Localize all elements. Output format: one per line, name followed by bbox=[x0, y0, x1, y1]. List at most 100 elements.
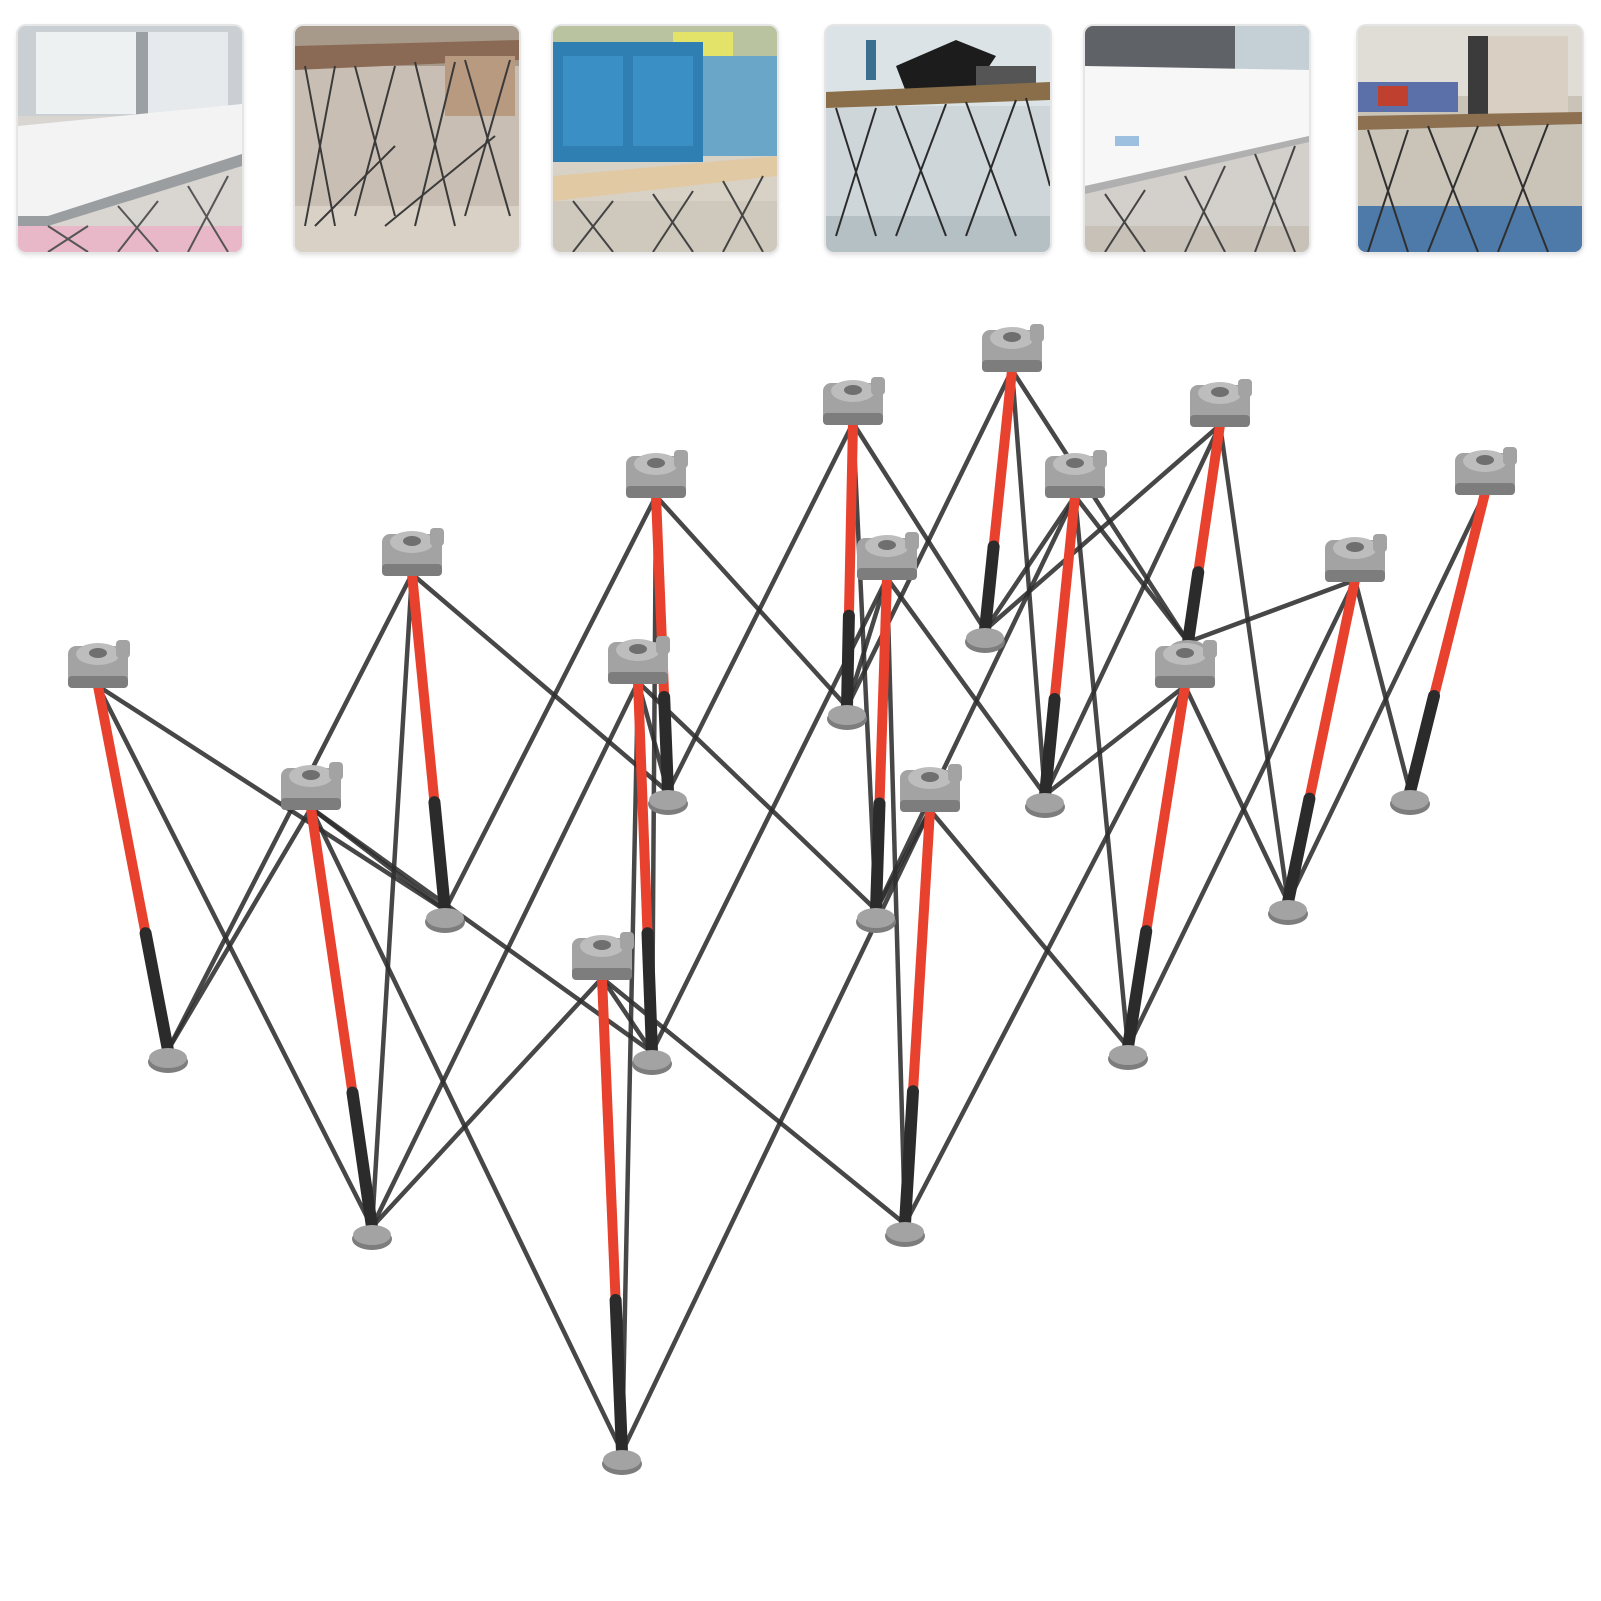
leg-sleeve bbox=[870, 797, 886, 916]
brace-rod bbox=[850, 420, 988, 633]
top-hub bbox=[1045, 450, 1107, 498]
brace-rods bbox=[95, 367, 1488, 1455]
leg-foot bbox=[148, 1048, 188, 1073]
leg-foot bbox=[632, 1050, 672, 1075]
brace-rod bbox=[1285, 490, 1488, 905]
brace-rod bbox=[1217, 422, 1291, 905]
top-hub bbox=[1190, 379, 1252, 427]
leg-sleeve bbox=[658, 690, 674, 798]
brace-rod bbox=[165, 805, 314, 1053]
leg-foot bbox=[1390, 790, 1430, 815]
top-hub bbox=[1455, 447, 1517, 495]
product-image bbox=[0, 300, 1601, 1601]
thumbnail-toolboxes[interactable] bbox=[553, 26, 777, 252]
brace-rod bbox=[1009, 367, 1191, 645]
brace-rod bbox=[1352, 577, 1413, 795]
leg-foot bbox=[352, 1225, 392, 1250]
brace-rod bbox=[1072, 493, 1131, 1050]
brace-rod bbox=[1185, 577, 1358, 645]
brace-rod bbox=[619, 679, 641, 1455]
leg-upper bbox=[988, 365, 1017, 552]
brace-rod bbox=[927, 807, 1131, 1050]
brace-rod bbox=[635, 679, 879, 913]
top-hub bbox=[382, 528, 444, 576]
leg-upper bbox=[93, 681, 151, 939]
legs bbox=[93, 365, 1490, 1458]
brace-rod bbox=[599, 975, 655, 1055]
leg-sleeve bbox=[899, 1085, 919, 1230]
leg-sleeve bbox=[139, 927, 174, 1056]
leg-foot bbox=[1108, 1045, 1148, 1070]
brace-rod bbox=[873, 493, 1078, 913]
leg-sleeve bbox=[1282, 792, 1316, 908]
top-hub bbox=[1155, 640, 1217, 688]
brace-rod bbox=[982, 422, 1223, 633]
top-hub bbox=[608, 636, 670, 684]
brace-rod bbox=[902, 683, 1188, 1227]
workshop-bench-image bbox=[826, 26, 1050, 252]
thumbnail-garage-bench[interactable] bbox=[1358, 26, 1582, 252]
brace-rod bbox=[1042, 683, 1188, 798]
brace-rod bbox=[1009, 367, 1048, 798]
leg-upper bbox=[597, 973, 621, 1305]
brace-rod bbox=[653, 493, 850, 710]
leg-sleeve bbox=[641, 927, 658, 1058]
thumbnail-window-desk[interactable] bbox=[18, 26, 242, 252]
brace-rod bbox=[1125, 577, 1358, 1050]
brace-rod bbox=[442, 493, 659, 913]
top-hub bbox=[281, 762, 343, 810]
top-hub bbox=[68, 640, 130, 688]
brace-rod bbox=[409, 571, 671, 795]
brace-rod bbox=[982, 493, 1078, 633]
feet bbox=[148, 628, 1430, 1475]
saw-table-image bbox=[295, 26, 519, 252]
white-table-image bbox=[1085, 26, 1309, 252]
brace-rod bbox=[619, 807, 933, 1455]
top-hub bbox=[626, 450, 688, 498]
brace-rod bbox=[95, 683, 375, 1230]
top-hubs bbox=[68, 324, 1517, 980]
leg-sleeve bbox=[841, 609, 855, 713]
thumbnail-saw-table[interactable] bbox=[295, 26, 519, 252]
brace-rod bbox=[308, 805, 625, 1455]
leg-foot bbox=[602, 1450, 642, 1475]
garage-bench-image bbox=[1358, 26, 1582, 252]
leg-foot bbox=[1025, 793, 1065, 818]
top-hub bbox=[857, 532, 919, 580]
leg-foot bbox=[965, 628, 1005, 653]
brace-rod bbox=[844, 367, 1015, 710]
leg-upper bbox=[843, 418, 858, 621]
top-hub bbox=[900, 764, 962, 812]
sawhorse-frame bbox=[68, 324, 1517, 1475]
leg-foot bbox=[827, 705, 867, 730]
brace-rod bbox=[1042, 422, 1223, 798]
brace-rod bbox=[884, 575, 908, 1227]
thumbnail-white-table[interactable] bbox=[1085, 26, 1309, 252]
leg-foot bbox=[648, 790, 688, 815]
leg-upper bbox=[1141, 681, 1190, 937]
leg-sleeve bbox=[1039, 693, 1061, 801]
brace-rod bbox=[1182, 683, 1291, 905]
leg-upper bbox=[1193, 420, 1225, 578]
leg-sleeve bbox=[609, 1294, 628, 1458]
toolboxes-image bbox=[553, 26, 777, 252]
brace-rod bbox=[665, 420, 856, 795]
brace-rod bbox=[369, 571, 415, 1230]
thumbnail-workshop-bench[interactable] bbox=[826, 26, 1050, 252]
brace-rod bbox=[369, 679, 641, 1230]
leg-upper bbox=[1304, 575, 1360, 804]
brace-rod bbox=[850, 420, 879, 913]
leg-sleeve bbox=[346, 1086, 378, 1233]
top-hub bbox=[982, 324, 1044, 372]
leg-upper bbox=[874, 573, 892, 809]
leg-upper bbox=[908, 805, 935, 1097]
top-hub bbox=[1325, 534, 1387, 582]
brace-rod bbox=[873, 807, 933, 913]
leg-sleeve bbox=[1122, 925, 1153, 1053]
leg-foot bbox=[885, 1222, 925, 1247]
brace-rod bbox=[95, 683, 448, 913]
leg-sleeve bbox=[1404, 690, 1440, 798]
brace-rod bbox=[308, 805, 448, 913]
brace-rod bbox=[369, 975, 605, 1230]
leg-foot bbox=[856, 908, 896, 933]
